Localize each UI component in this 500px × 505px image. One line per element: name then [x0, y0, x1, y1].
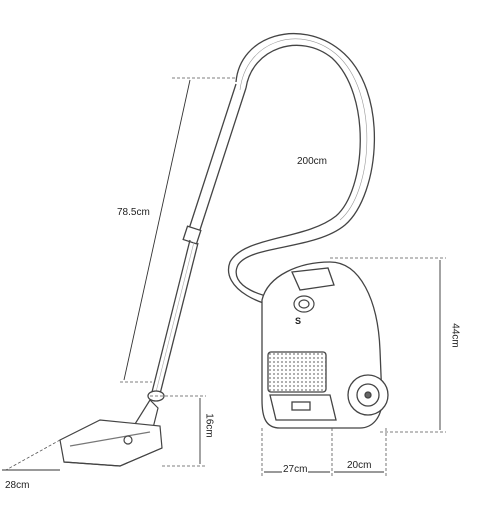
body-length-label: 27cm [282, 464, 309, 475]
dimension-lines [5, 77, 446, 476]
hose-length-label: 200cm [296, 156, 329, 167]
nozzle-height-label: 16cm [203, 412, 215, 439]
nozzle-width-label: 28cm [4, 480, 31, 491]
floor-nozzle [59, 399, 163, 467]
hose [227, 33, 376, 309]
vacuum-body [261, 261, 389, 429]
hose-connector [293, 295, 315, 313]
wand [147, 83, 247, 402]
height-label: 44cm [449, 322, 461, 349]
dimension-arrows [2, 79, 441, 473]
tube-length-label: 78.5cm [116, 207, 151, 218]
body-badge: S [295, 316, 302, 326]
wheel-depth-label: 20cm [346, 460, 373, 471]
